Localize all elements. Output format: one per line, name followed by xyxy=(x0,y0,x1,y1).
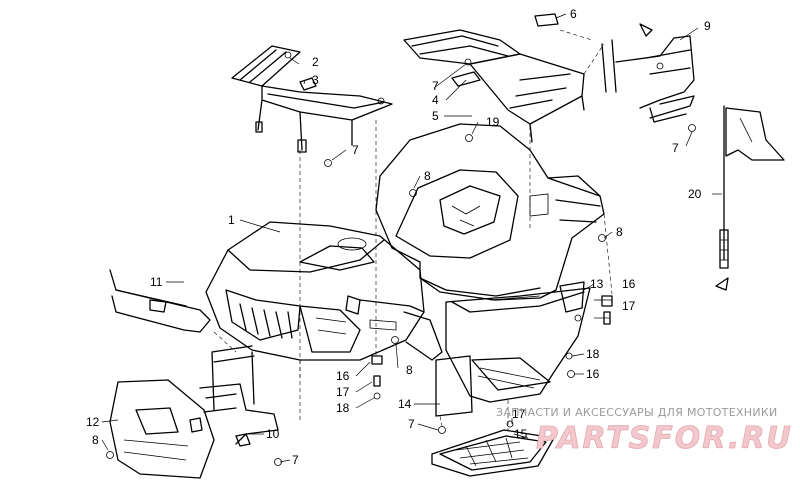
footwell xyxy=(435,287,591,417)
callout-8: 8 xyxy=(406,363,413,377)
watermark-caption: ЗАПЧАСТИ И АКСЕССУАРЫ ДЛЯ МОТОТЕХНИКИ xyxy=(496,406,778,419)
assembly-lines xyxy=(213,29,613,430)
watermark: ЗАПЧАСТИ И АКСЕССУАРЫ ДЛЯ МОТОТЕХНИКИ PA… xyxy=(496,406,793,456)
callout-1: 1 xyxy=(228,213,235,227)
splash-guard xyxy=(559,281,585,322)
callout-4: 4 xyxy=(432,93,439,107)
leader-lines xyxy=(101,13,722,463)
callout-16: 16 xyxy=(622,277,636,291)
callout-2: 2 xyxy=(312,55,319,69)
front-bumper-frame xyxy=(199,345,279,447)
callout-7: 7 xyxy=(432,79,439,93)
callout-10: 10 xyxy=(266,427,280,441)
callouts: 1 2 3 7 7 4 5 6 9 19 8 7 20 8 11 13 16 1… xyxy=(86,7,711,467)
callout-20: 20 xyxy=(688,187,702,201)
callout-17: 17 xyxy=(512,407,526,421)
flag xyxy=(715,105,785,291)
rear-body xyxy=(375,123,605,301)
front-bumper xyxy=(109,379,215,479)
callout-16: 16 xyxy=(586,367,600,381)
callout-19: 19 xyxy=(486,115,500,129)
watermark-brand: PARTSFOR.RU xyxy=(536,421,793,456)
callout-18: 18 xyxy=(586,347,600,361)
callout-8: 8 xyxy=(616,225,623,239)
callout-17: 17 xyxy=(336,385,350,399)
callout-7: 7 xyxy=(352,143,359,157)
callout-6: 6 xyxy=(570,7,577,21)
rear-rack-extension xyxy=(601,23,695,123)
callout-7: 7 xyxy=(408,417,415,431)
callout-18: 18 xyxy=(336,401,350,415)
callout-8: 8 xyxy=(92,433,99,447)
callout-13: 13 xyxy=(590,277,604,291)
callout-17: 17 xyxy=(622,299,636,313)
callout-8: 8 xyxy=(424,169,431,183)
callout-12: 12 xyxy=(86,415,100,429)
rear-rack xyxy=(403,13,585,143)
callout-7: 7 xyxy=(292,453,299,467)
callout-3: 3 xyxy=(312,73,319,87)
callout-16: 16 xyxy=(336,369,350,383)
skid-plate xyxy=(431,429,555,477)
callout-11: 11 xyxy=(150,275,163,289)
callout-7: 7 xyxy=(672,141,679,155)
front-rack xyxy=(231,45,393,153)
front-body xyxy=(205,221,443,361)
callout-15: 15 xyxy=(514,427,528,441)
callout-14: 14 xyxy=(398,397,412,411)
callout-9: 9 xyxy=(704,19,711,33)
callout-5: 5 xyxy=(432,109,439,123)
side-guard xyxy=(109,269,211,333)
